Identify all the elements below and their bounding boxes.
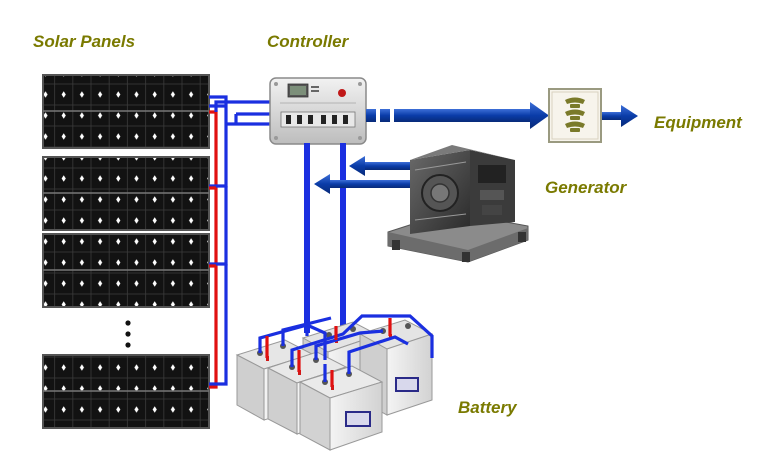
vertical-ellipsis-icon <box>125 320 131 348</box>
battery-icon <box>298 365 384 451</box>
battery-feed-wires <box>304 143 346 333</box>
solar-panels-label: Solar Panels <box>33 32 136 51</box>
battery-bank <box>235 319 434 451</box>
charge-controller-icon <box>269 77 367 145</box>
equipment-label: Equipment <box>654 113 742 132</box>
solar-panel-array <box>42 74 210 429</box>
battery-label: Battery <box>458 398 517 417</box>
solar-panel-icon <box>42 233 210 308</box>
generator-icon <box>387 145 529 263</box>
solar-panel-icon <box>42 156 210 231</box>
battery-interconnect-wires <box>258 314 434 387</box>
panel-wiring <box>209 95 272 389</box>
telephone-switch-icon <box>548 88 602 143</box>
equipment-flow-arrow <box>366 102 638 129</box>
controller-label: Controller <box>267 32 349 51</box>
solar-panel-icon <box>42 74 210 149</box>
generator-label: Generator <box>545 178 627 197</box>
generator-flow-arrows <box>314 156 411 194</box>
solar-panel-icon <box>42 354 210 429</box>
